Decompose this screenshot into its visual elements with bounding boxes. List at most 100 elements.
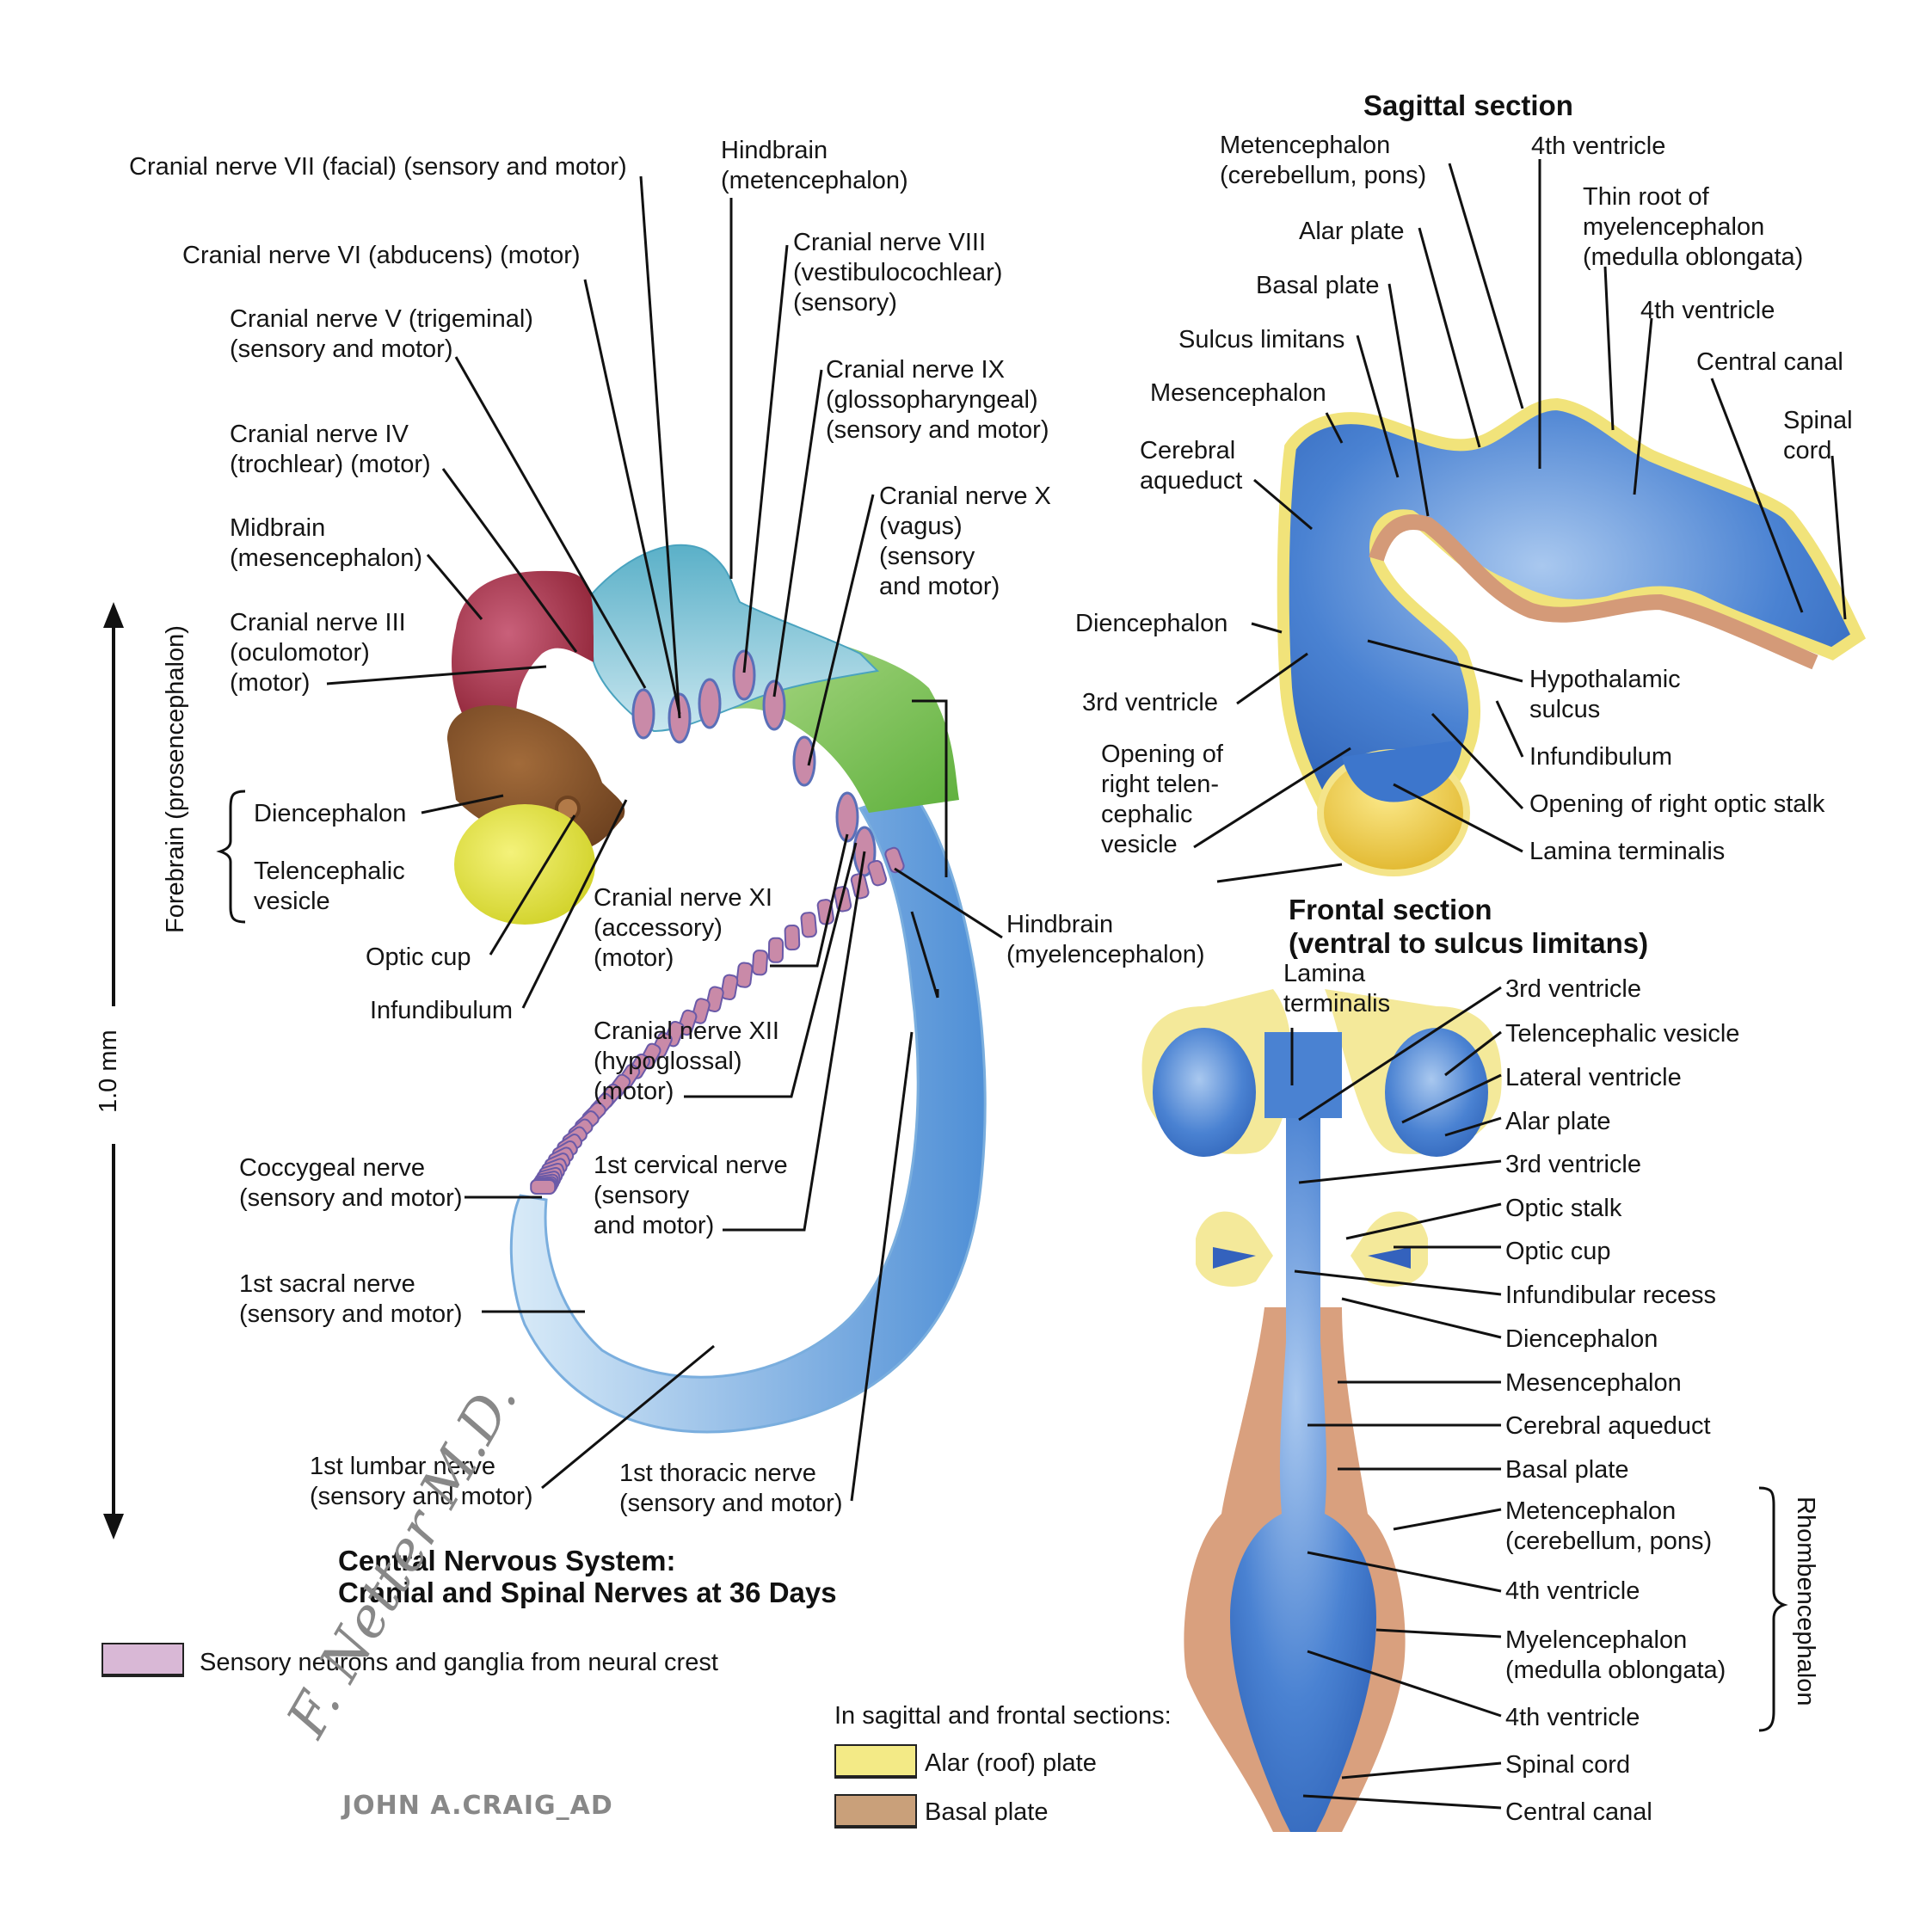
leader-line: [1302, 1794, 1502, 1810]
leader-line: [421, 794, 504, 814]
scale-bar: [103, 602, 124, 1540]
leader-line: [1253, 478, 1313, 531]
sag-label-infundibulum: Infundibulum: [1529, 743, 1673, 771]
leader-line: [1298, 986, 1502, 1122]
label-s1: 1st sacral nerve (sensory and motor): [239, 1270, 463, 1328]
label-cn10: Cranial nerve X (vagus) (sensory and mot…: [879, 482, 1051, 600]
frontal-label: 4th ventricle: [1505, 1577, 1640, 1605]
rhombencephalon-label: Rhombencephalon: [1792, 1497, 1819, 1706]
sag-label-cerebral-aqueduct: Cerebral aqueduct: [1140, 437, 1243, 495]
leader-line: [1325, 412, 1344, 444]
leader-line: [1393, 783, 1523, 853]
figure-title-line2: Cranial and Spinal Nerves at 36 Days: [338, 1577, 837, 1608]
frontal-label: Cerebral aqueduct: [1505, 1412, 1711, 1440]
leader-line: [807, 494, 875, 766]
leader-line: [639, 175, 681, 719]
frontal-label: 3rd ventricle: [1505, 1151, 1641, 1178]
leader-line: [723, 851, 866, 1232]
label-c1: 1st cervical nerve (sensory and motor): [594, 1152, 788, 1239]
cranial-ganglion: [762, 679, 786, 731]
sag-label-metencephalon: Metencephalon (cerebellum, pons): [1220, 132, 1427, 189]
leader-line: [1710, 378, 1804, 613]
spinal-ganglion: [767, 937, 784, 963]
leader-line: [326, 665, 547, 685]
leader-line: [1830, 455, 1847, 620]
leader-line: [850, 1031, 914, 1502]
label-cn4: Cranial nerve IV (trochlear) (motor): [230, 421, 431, 478]
label-optic-cup: Optic cup: [366, 943, 471, 971]
spinal-ganglion: [800, 912, 817, 938]
embryo-metencephalon: [583, 544, 880, 733]
sag-label-mesencephalon: Mesencephalon: [1150, 379, 1326, 407]
frontal-label: Mesencephalon: [1505, 1369, 1682, 1397]
legend-swatch-neural-crest: [102, 1643, 184, 1677]
cranial-ganglion: [631, 688, 655, 740]
sag-label-4th-ventricle-a: 4th ventricle: [1531, 132, 1666, 160]
leader-line: [1307, 1551, 1502, 1593]
frontal-label: Basal plate: [1505, 1456, 1629, 1484]
embryo-midbrain: [452, 570, 594, 727]
frontal-label: Optic cup: [1505, 1238, 1611, 1265]
label-cn11: Cranial nerve XI (accessory) (motor): [594, 884, 772, 972]
label-cn9: Cranial nerve IX (glossopharyngeal) (sen…: [826, 356, 1049, 444]
sag-label-basal-plate: Basal plate: [1256, 272, 1380, 299]
frontal-title-line2: (ventral to sulcus limitans): [1289, 927, 1649, 959]
frontal-section: [1141, 989, 1502, 1832]
frontal-label: Infundibular recess: [1505, 1282, 1717, 1309]
legend-swatch-alar: [834, 1744, 917, 1779]
leader-lines: [326, 159, 1847, 1810]
frontal-label: Lateral ventricle: [1505, 1064, 1682, 1091]
figure-title-line1: Central Nervous System:: [338, 1545, 676, 1577]
sag-label-diencephalon: Diencephalon: [1075, 610, 1228, 637]
leader-line: [772, 369, 823, 698]
rhombencephalon-bracket: [1758, 1486, 1788, 1732]
sagittal-title: Sagittal section: [1363, 89, 1573, 121]
label-telencephalic-vesicle: Telencephalic vesicle: [254, 857, 405, 915]
signature-craig: JOHN A.CRAIG_AD: [342, 1791, 613, 1821]
spinal-ganglion: [751, 950, 769, 976]
label-cn3: Cranial nerve III (oculomotor) (motor): [230, 609, 406, 697]
sag-label-hypothalamic-sulcus: Hypothalamic sulcus: [1529, 666, 1681, 723]
forebrain-label: Forebrain (prosencephalon): [162, 625, 189, 933]
nerve-ganglia: [530, 649, 905, 1195]
label-cn12: Cranial nerve XII (hypoglossal) (motor): [594, 1017, 779, 1105]
frontal-label: Myelencephalon (medulla oblongata): [1505, 1626, 1726, 1684]
leader-line: [521, 799, 628, 1009]
label-midbrain: Midbrain (mesencephalon): [230, 514, 423, 572]
sag-label-sulcus-limitans: Sulcus limitans: [1178, 326, 1345, 353]
spinal-ganglion: [530, 1179, 557, 1195]
frontal-label-lamina-terminalis: Lamina terminalis: [1283, 960, 1391, 1017]
sag-label-central-canal: Central canal: [1696, 348, 1843, 376]
frontal-title-line1: Frontal section: [1289, 894, 1492, 925]
leader-line: [1375, 1628, 1502, 1638]
embryo-spinal-cord: [509, 790, 987, 1434]
leader-line: [1341, 1297, 1502, 1339]
leader-line: [1495, 700, 1524, 758]
label-cn6: Cranial nerve VI (abducens) (motor): [182, 242, 581, 269]
frontal-label: Central canal: [1505, 1798, 1652, 1826]
legend-label-neural-crest: Sensory neurons and ganglia from neural …: [200, 1649, 718, 1676]
spinal-ganglion: [705, 986, 724, 1013]
label-hindbrain-myel: Hindbrain (myelencephalon): [1006, 911, 1205, 968]
spinal-ganglion: [735, 962, 754, 988]
leader-line: [1444, 1030, 1502, 1077]
frontal-label: Alar plate: [1505, 1108, 1611, 1135]
label-cn7: Cranial nerve VII (facial) (sensory and …: [129, 153, 627, 181]
label-cn8: Cranial nerve VIII (vestibulocochlear) (…: [793, 229, 1003, 317]
embryo-telencephalon: [454, 804, 595, 925]
leader-line: [684, 842, 858, 1098]
sag-label-3rd-ventricle: 3rd ventricle: [1082, 689, 1218, 716]
leader-line: [541, 1344, 715, 1490]
frontal-label: 4th ventricle: [1505, 1704, 1640, 1731]
legend-sections-heading: In sagittal and frontal sections:: [834, 1702, 1172, 1730]
leader-line: [742, 244, 789, 673]
leader-line: [1387, 283, 1430, 517]
frontal-label: 3rd ventricle: [1505, 975, 1641, 1003]
leader-line: [912, 699, 948, 877]
frontal-label: Optic stalk: [1505, 1195, 1622, 1222]
label-coccygeal: Coccygeal nerve (sensory and motor): [239, 1154, 463, 1212]
leader-line: [1448, 163, 1524, 409]
cranial-ganglion: [698, 678, 722, 729]
leader-line: [426, 554, 483, 620]
